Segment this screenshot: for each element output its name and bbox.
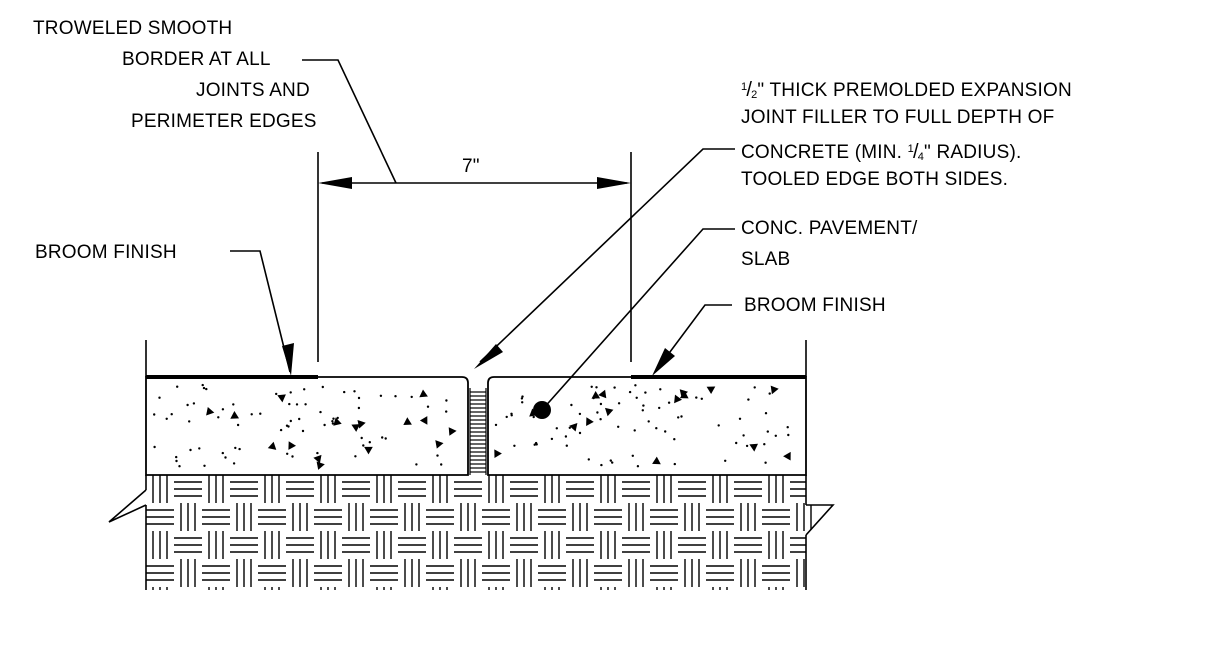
dimension-arrow-left bbox=[318, 177, 352, 189]
broom-finish-left-label: BROOM FINISH bbox=[35, 242, 177, 263]
dimension-label: 7" bbox=[462, 156, 480, 177]
leader-broom-right-arrowhead bbox=[652, 348, 675, 376]
joint-note-line3: CONCRETE (MIN. 1/4" RADIUS). bbox=[741, 141, 1022, 163]
broom-finish-right-label: BROOM FINISH bbox=[744, 295, 886, 316]
leader-joint-filler bbox=[479, 148, 735, 363]
subgrade-hatch bbox=[146, 475, 818, 590]
leader-pavement-dot bbox=[533, 401, 551, 419]
troweled-note-line3: JOINTS AND bbox=[196, 80, 310, 101]
left-slab bbox=[145, 376, 469, 476]
leader-broom-right bbox=[654, 304, 732, 373]
troweled-note-line4: PERIMETER EDGES bbox=[131, 111, 317, 132]
joint-note-line2: JOINT FILLER TO FULL DEPTH OF bbox=[741, 107, 1055, 128]
break-line-right bbox=[805, 504, 835, 536]
expansion-joint-filler bbox=[469, 388, 487, 475]
fraction-one-quarter: 1/4 bbox=[907, 141, 925, 163]
leader-broom-left-arrowhead bbox=[282, 343, 294, 376]
pavement-note-line2: SLAB bbox=[741, 249, 791, 270]
right-slab bbox=[487, 376, 807, 476]
joint-note-line4: TOOLED EDGE BOTH SIDES. bbox=[741, 169, 1009, 190]
dimension-arrow-right bbox=[597, 177, 631, 189]
fraction-one-half: 1/2 bbox=[741, 79, 758, 101]
leader-troweled bbox=[302, 59, 397, 184]
leader-broom-left bbox=[230, 250, 291, 373]
joint-note-line1: 1/2" THICK PREMOLDED EXPANSION bbox=[741, 79, 1072, 101]
pavement-note-line1: CONC. PAVEMENT/ bbox=[741, 218, 918, 239]
break-line-left bbox=[108, 489, 147, 523]
troweled-note-line2: BORDER AT ALL bbox=[122, 49, 271, 70]
troweled-note-line1: TROWELED SMOOTH bbox=[33, 18, 233, 39]
leader-joint-arrowhead bbox=[474, 344, 503, 369]
leader-pavement bbox=[541, 228, 735, 411]
